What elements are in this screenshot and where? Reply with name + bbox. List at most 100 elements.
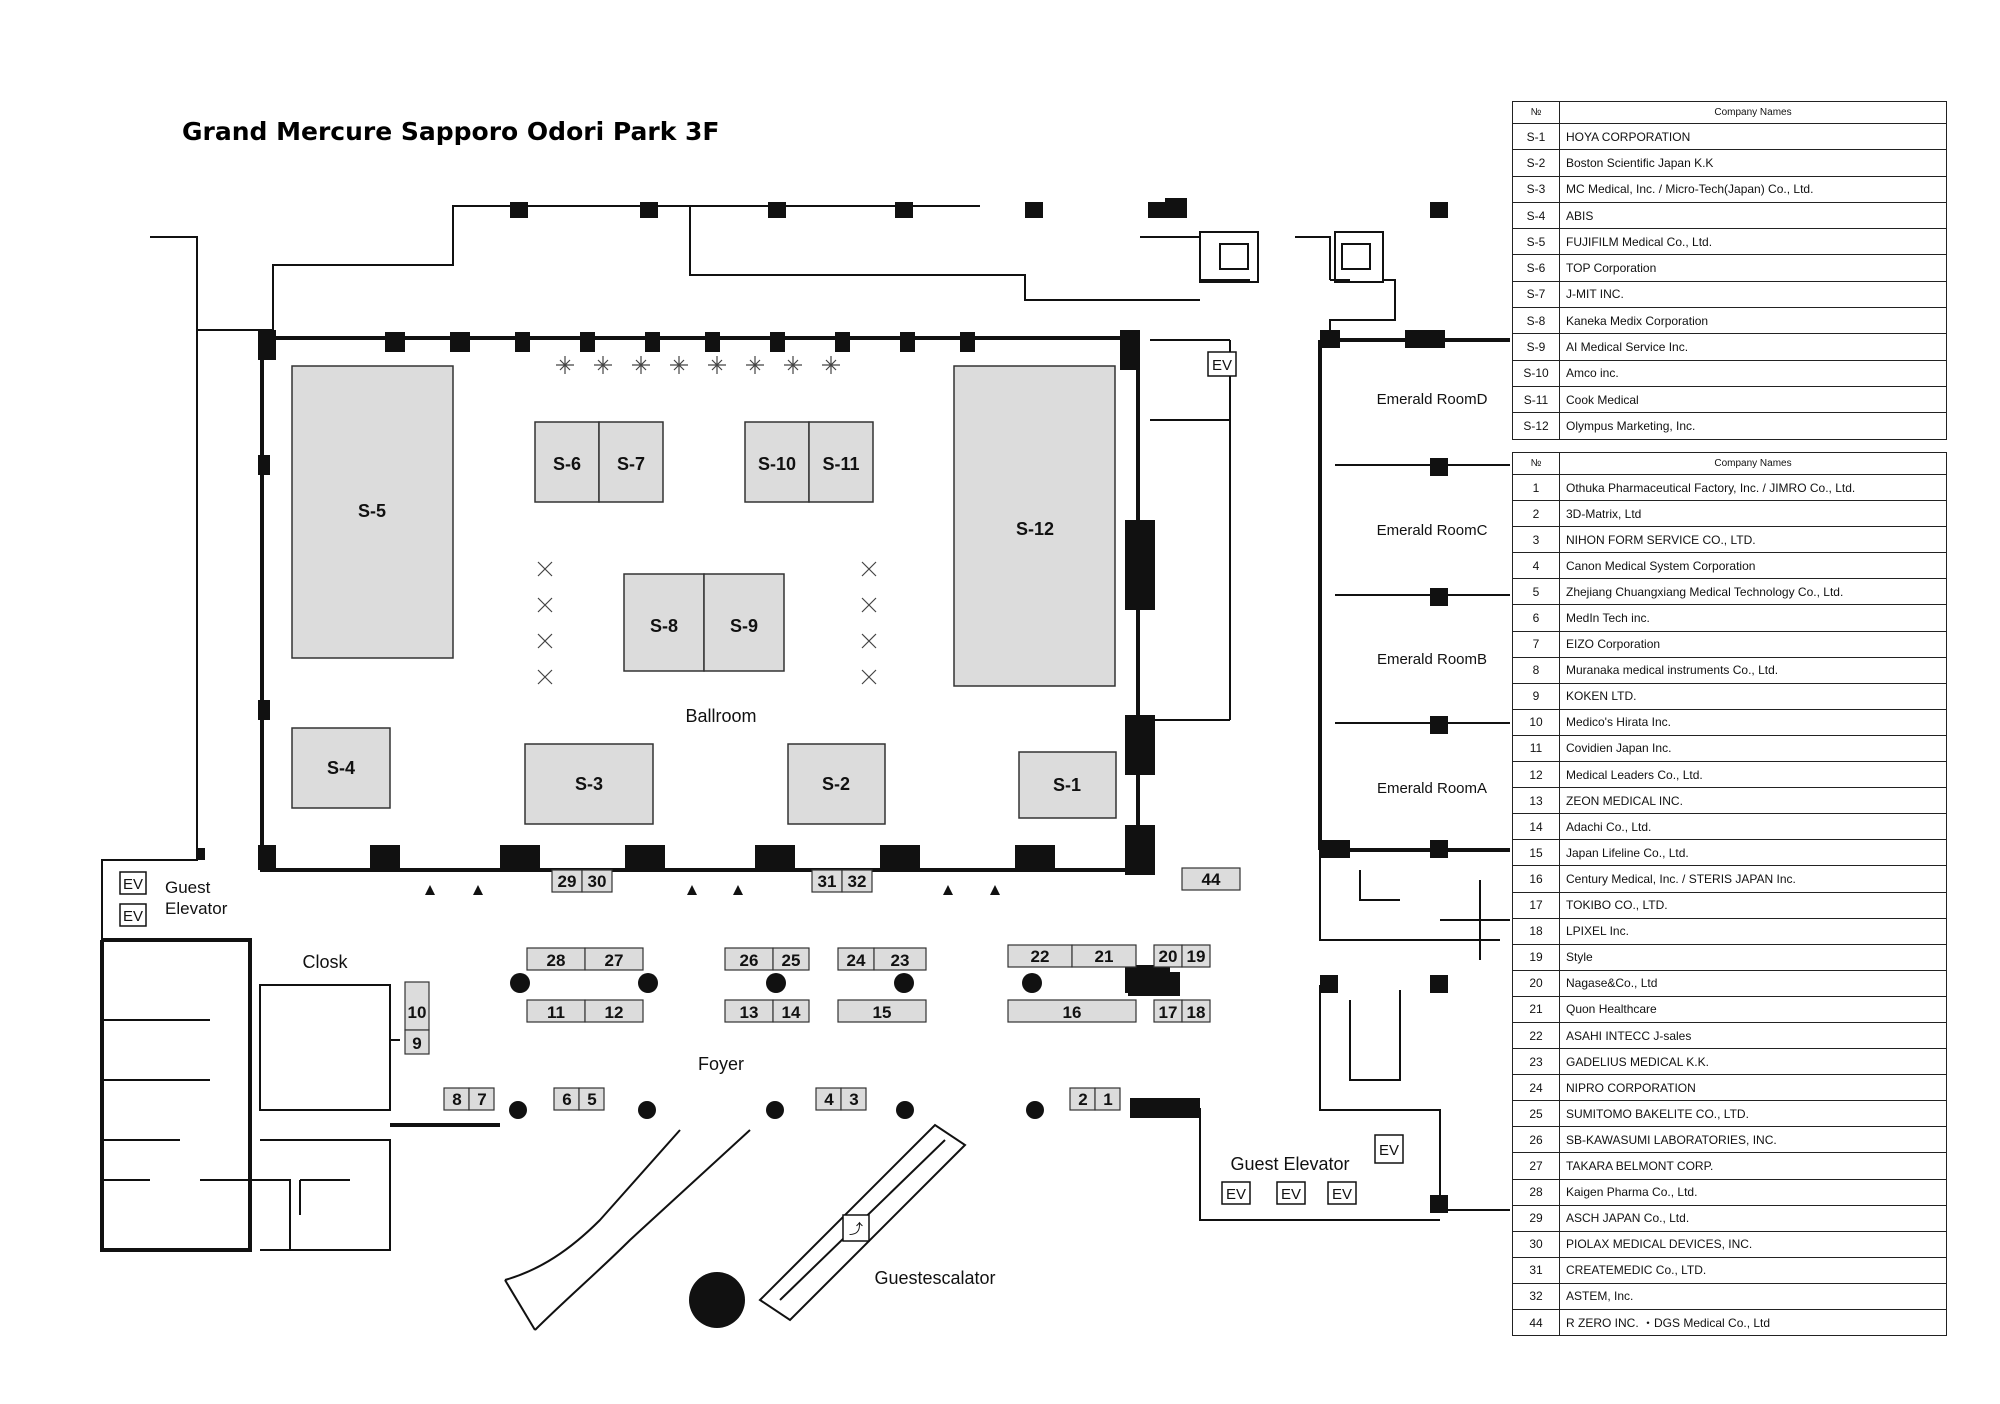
legend-company-name: TOP Corporation <box>1559 254 1947 282</box>
booth-label-21: 21 <box>1095 947 1114 966</box>
legend-number: S-11 <box>1512 385 1560 414</box>
ev-icon: EV <box>1332 1186 1352 1203</box>
legend-company-name: Medico's Hirata Inc. <box>1559 708 1947 736</box>
legend-number: 6 <box>1512 604 1560 632</box>
elevators: EV EV EV EV EV EV EV <box>119 351 1404 1205</box>
legend-company-name: FUJIFILM Medical Co., Ltd. <box>1559 228 1947 256</box>
legend-company-name: Nagase&Co., Ltd <box>1559 969 1947 997</box>
legend-number: S-4 <box>1512 201 1560 230</box>
emerald-room-b-label: Emerald RoomB <box>1377 651 1487 668</box>
legend-number: 8 <box>1512 656 1560 684</box>
booth-label-3: 3 <box>849 1090 858 1109</box>
legend-company-name: ASAHI INTECC J-sales <box>1559 1021 1947 1050</box>
legend-company-name: Japan Lifeline Co., Ltd. <box>1559 839 1947 867</box>
legend-company-name: SUMITOMO BAKELITE CO., LTD. <box>1559 1100 1947 1128</box>
legend-company-name: TOKIBO CO., LTD. <box>1559 891 1947 919</box>
legend-number: 7 <box>1512 630 1560 658</box>
booth-label-6: 6 <box>562 1090 571 1109</box>
booth-label-18: 18 <box>1187 1003 1206 1022</box>
legend-number: S-10 <box>1512 359 1560 387</box>
legend-company-name: Century Medical, Inc. / STERIS JAPAN Inc… <box>1559 865 1947 893</box>
booth-label-22: 22 <box>1031 947 1050 966</box>
legend-row: 12 Medical Leaders Co., Ltd. <box>1512 761 1947 789</box>
legend-number: 19 <box>1512 943 1560 971</box>
booth-label-s6: S-6 <box>553 454 581 474</box>
legend-number: S-6 <box>1512 254 1560 282</box>
legend-company-name: MC Medical, Inc. / Micro-Tech(Japan) Co.… <box>1559 175 1947 203</box>
legend-header-row: № Company Names <box>1512 452 1947 475</box>
guestescalator-label: Guestescalator <box>874 1268 995 1288</box>
legend-number: 29 <box>1512 1204 1560 1232</box>
booth-label-s7: S-7 <box>617 454 645 474</box>
booth-label-12: 12 <box>605 1003 624 1022</box>
legend-company-name: PIOLAX MEDICAL DEVICES, INC. <box>1559 1230 1947 1258</box>
legend-company-name: ZEON MEDICAL INC. <box>1559 787 1947 815</box>
legend-number: S-3 <box>1512 175 1560 203</box>
legend-number: 21 <box>1512 995 1560 1023</box>
booth-label-s11: S-11 <box>822 454 859 474</box>
booth-label-8: 8 <box>452 1090 461 1109</box>
table-clusters <box>537 356 877 685</box>
legend-header-no: № <box>1512 452 1560 475</box>
legend-number: S-1 <box>1512 122 1560 151</box>
ev-icon: EV <box>123 908 143 925</box>
ballroom-label: Ballroom <box>685 706 756 726</box>
booth-label-28: 28 <box>547 951 566 970</box>
booth-label-7: 7 <box>477 1090 486 1109</box>
booth-label-44: 44 <box>1202 870 1221 889</box>
legend-number: 23 <box>1512 1048 1560 1076</box>
legend-company-name: HOYA CORPORATION <box>1559 122 1947 151</box>
booth-label-26: 26 <box>740 951 759 970</box>
cloak-label: Closk <box>302 952 348 972</box>
legend-company-name: ASTEM, Inc. <box>1559 1282 1947 1311</box>
legend-number: 9 <box>1512 682 1560 710</box>
map-title: Grand Mercure Sapporo Odori Park 3F <box>182 117 720 146</box>
booth-label-5: 5 <box>587 1090 596 1109</box>
legend-company-name: NIHON FORM SERVICE CO., LTD. <box>1559 526 1947 554</box>
legend-number: 3 <box>1512 526 1560 554</box>
booth-label-15: 15 <box>873 1003 892 1022</box>
legend-company-name: Quon Healthcare <box>1559 995 1947 1023</box>
booth-label-16: 16 <box>1063 1003 1082 1022</box>
escalator: ⤴ <box>758 1123 967 1322</box>
ev-icon: EV <box>1226 1186 1246 1203</box>
legend-number: 22 <box>1512 1021 1560 1050</box>
legend-number: 25 <box>1512 1100 1560 1128</box>
booth-label-13: 13 <box>740 1003 759 1022</box>
round-pillars <box>509 973 1044 1328</box>
legend-header-company: Company Names <box>1559 452 1947 475</box>
room-labels: Ballroom Foyer Closk Emerald RoomD Emera… <box>165 391 1488 1288</box>
legend-number: 17 <box>1512 891 1560 919</box>
exhibitor-booth-labels: 28 27 11 12 26 25 13 14 24 23 15 22 21 1… <box>408 870 1221 1109</box>
building-walls <box>100 205 1510 1252</box>
booth-label-23: 23 <box>891 951 910 970</box>
booth-label-s1: S-1 <box>1053 775 1081 795</box>
legend-number: 24 <box>1512 1074 1560 1102</box>
legend-number: 18 <box>1512 917 1560 945</box>
legend-company-name: MedIn Tech inc. <box>1559 604 1947 632</box>
ev-icon: EV <box>1212 357 1232 374</box>
svg-text:⤴: ⤴ <box>849 1221 863 1237</box>
booth-label-s5: S-5 <box>358 501 386 521</box>
